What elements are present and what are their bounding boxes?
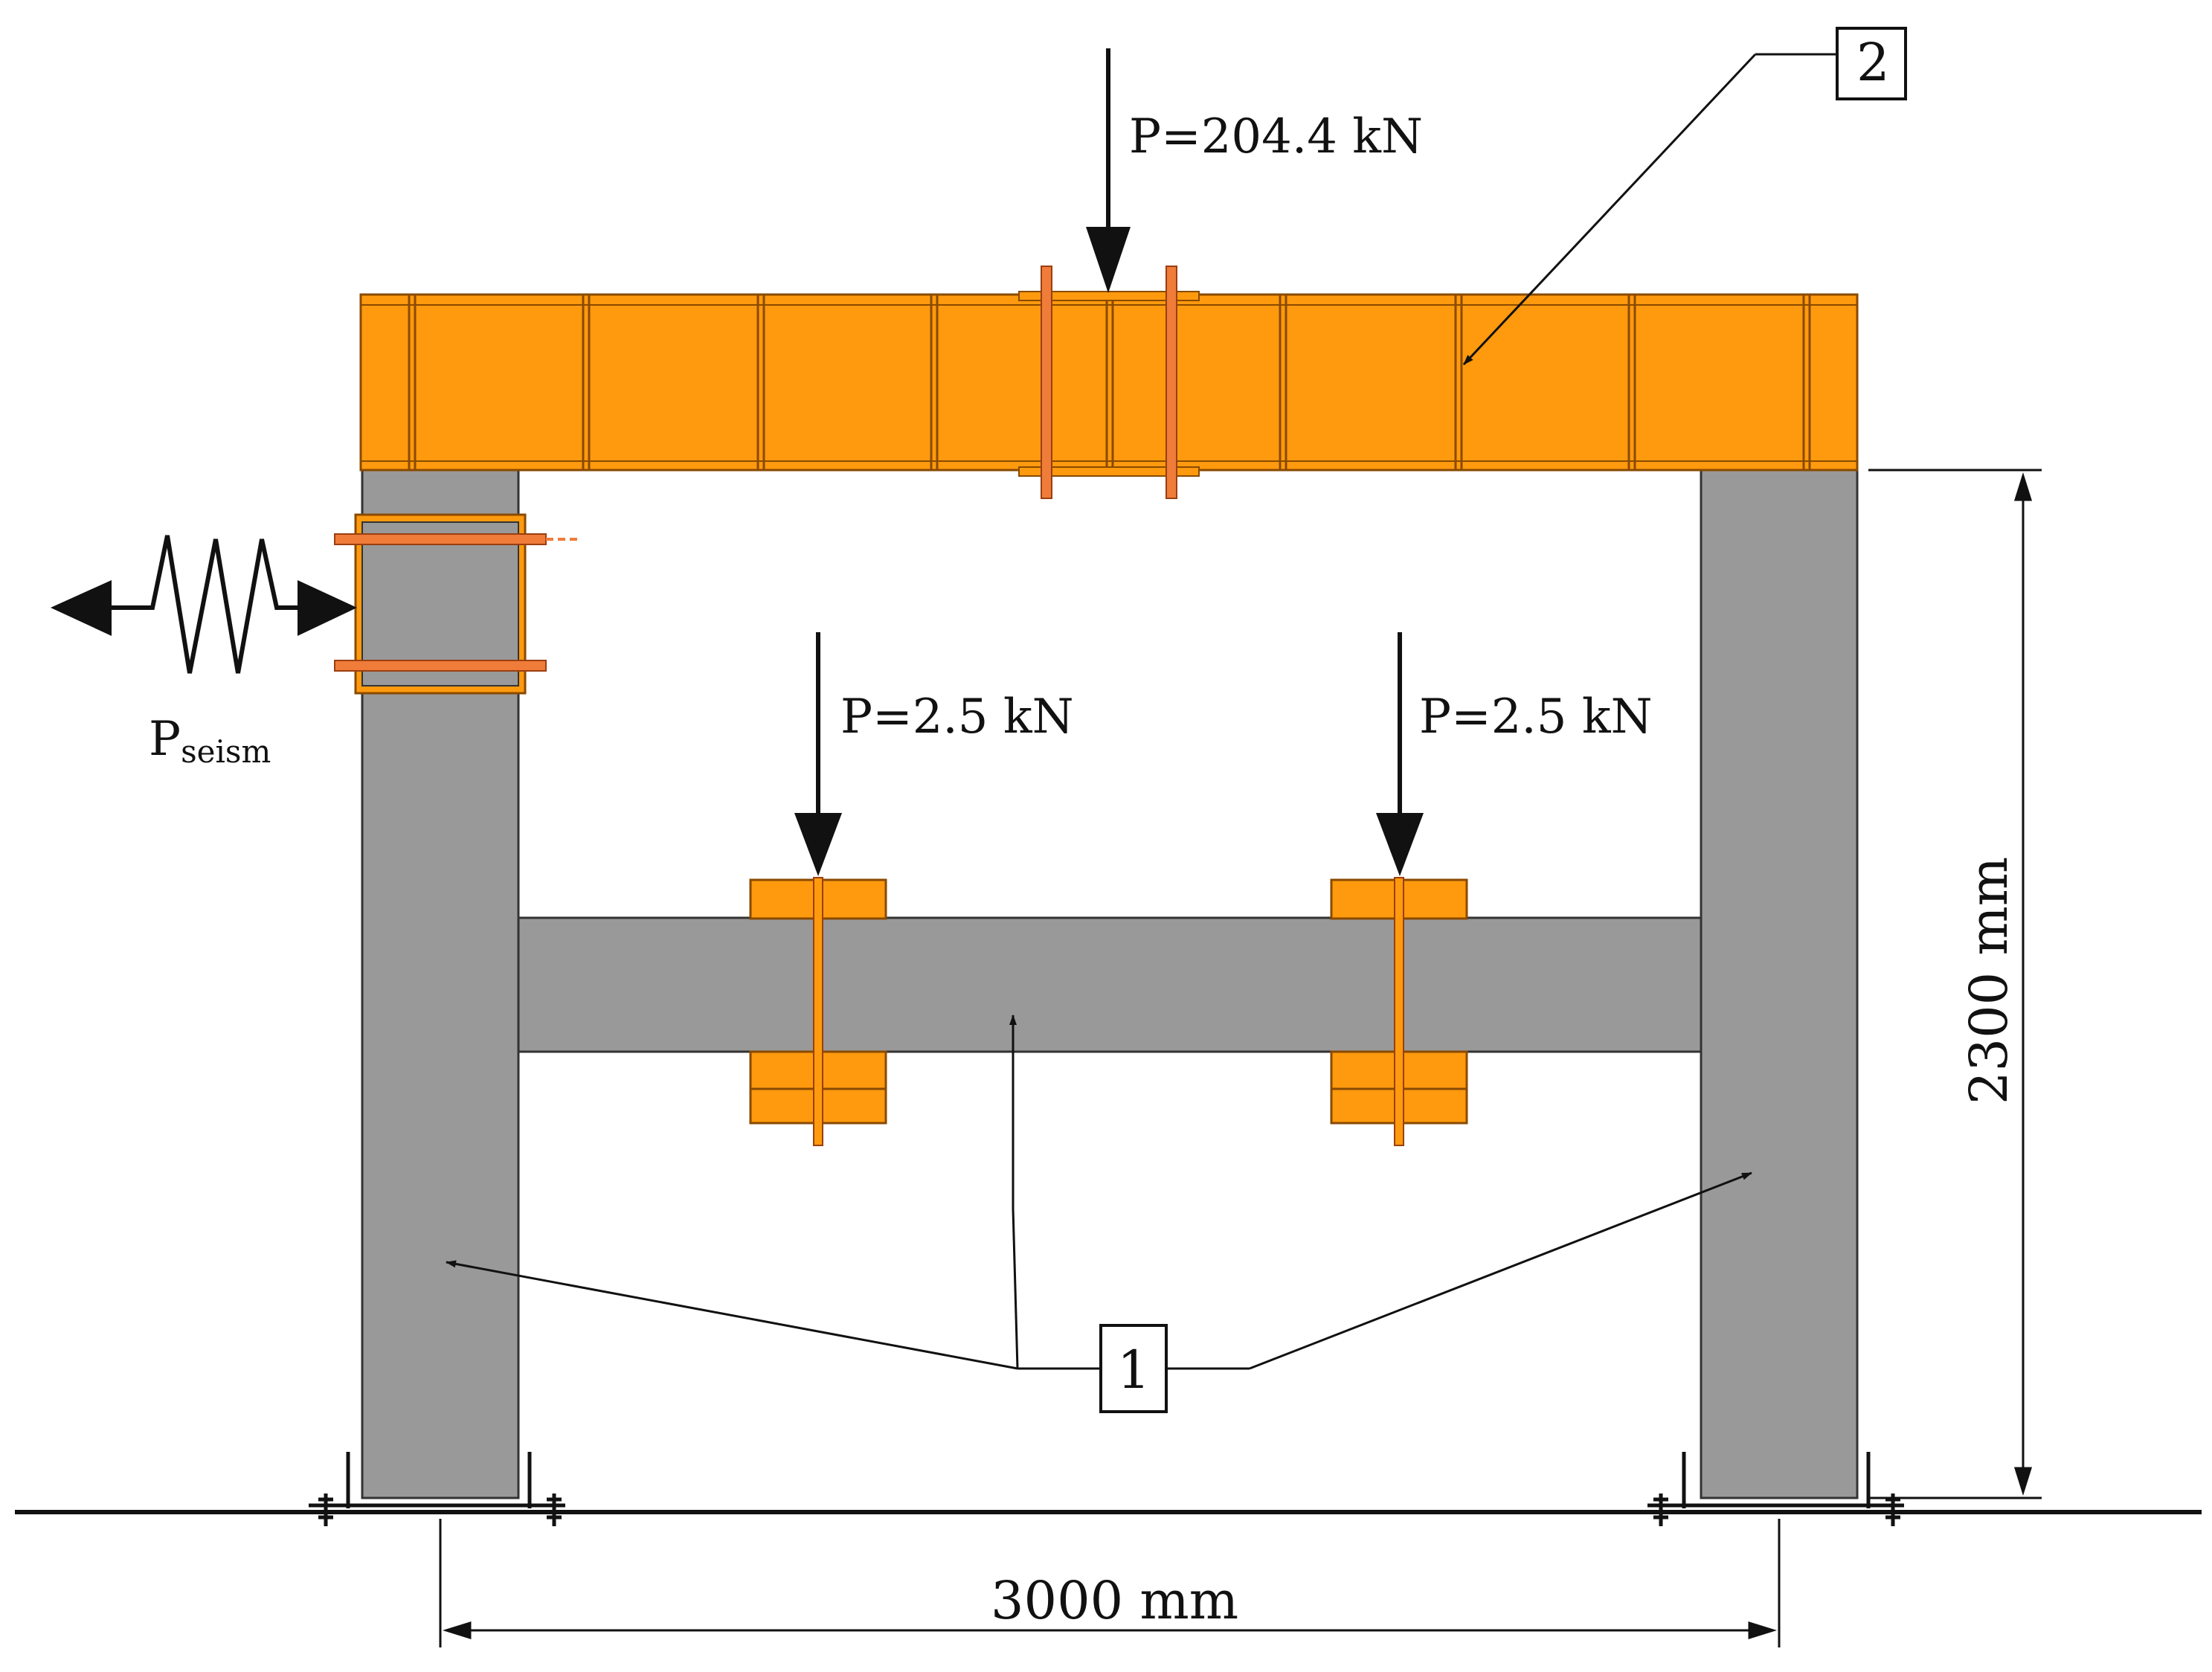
top-load-arrow — [1086, 48, 1131, 293]
callout-2-text: 2 — [1856, 32, 1890, 93]
callout-1-box — [1099, 1324, 1168, 1413]
callout-1-leaders — [446, 1015, 1752, 1370]
right-base-plate — [1647, 1452, 1904, 1526]
height-dimension-label: 2300 mm — [1958, 857, 2019, 1105]
span-dimension-label: 3000 mm — [991, 1570, 1238, 1631]
top-load-label: P=204.4 kN — [1129, 109, 1423, 164]
left-hook-load-label: P=2.5 kN — [840, 689, 1074, 745]
left-base-plate — [309, 1452, 565, 1526]
callout-2-leader — [1462, 53, 1837, 366]
right-hook-load-arrow — [1376, 632, 1424, 876]
top-beam — [359, 266, 1859, 499]
left-clamp — [334, 513, 580, 695]
left-hook-load-arrow — [794, 632, 842, 876]
middle-beam — [517, 916, 1703, 1053]
seismic-spring-icon — [51, 535, 357, 674]
right-hook-load-label: P=2.5 kN — [1419, 689, 1653, 745]
right-column — [1700, 469, 1859, 1499]
right-hanger — [1330, 877, 1468, 1146]
height-dimension — [1868, 469, 2042, 1499]
callout-1-text: 1 — [1117, 1340, 1151, 1401]
span-dimension — [439, 1519, 1781, 1647]
left-hanger — [749, 877, 887, 1146]
seismic-label: Pseism — [149, 712, 271, 770]
callout-2-box — [1836, 27, 1907, 100]
